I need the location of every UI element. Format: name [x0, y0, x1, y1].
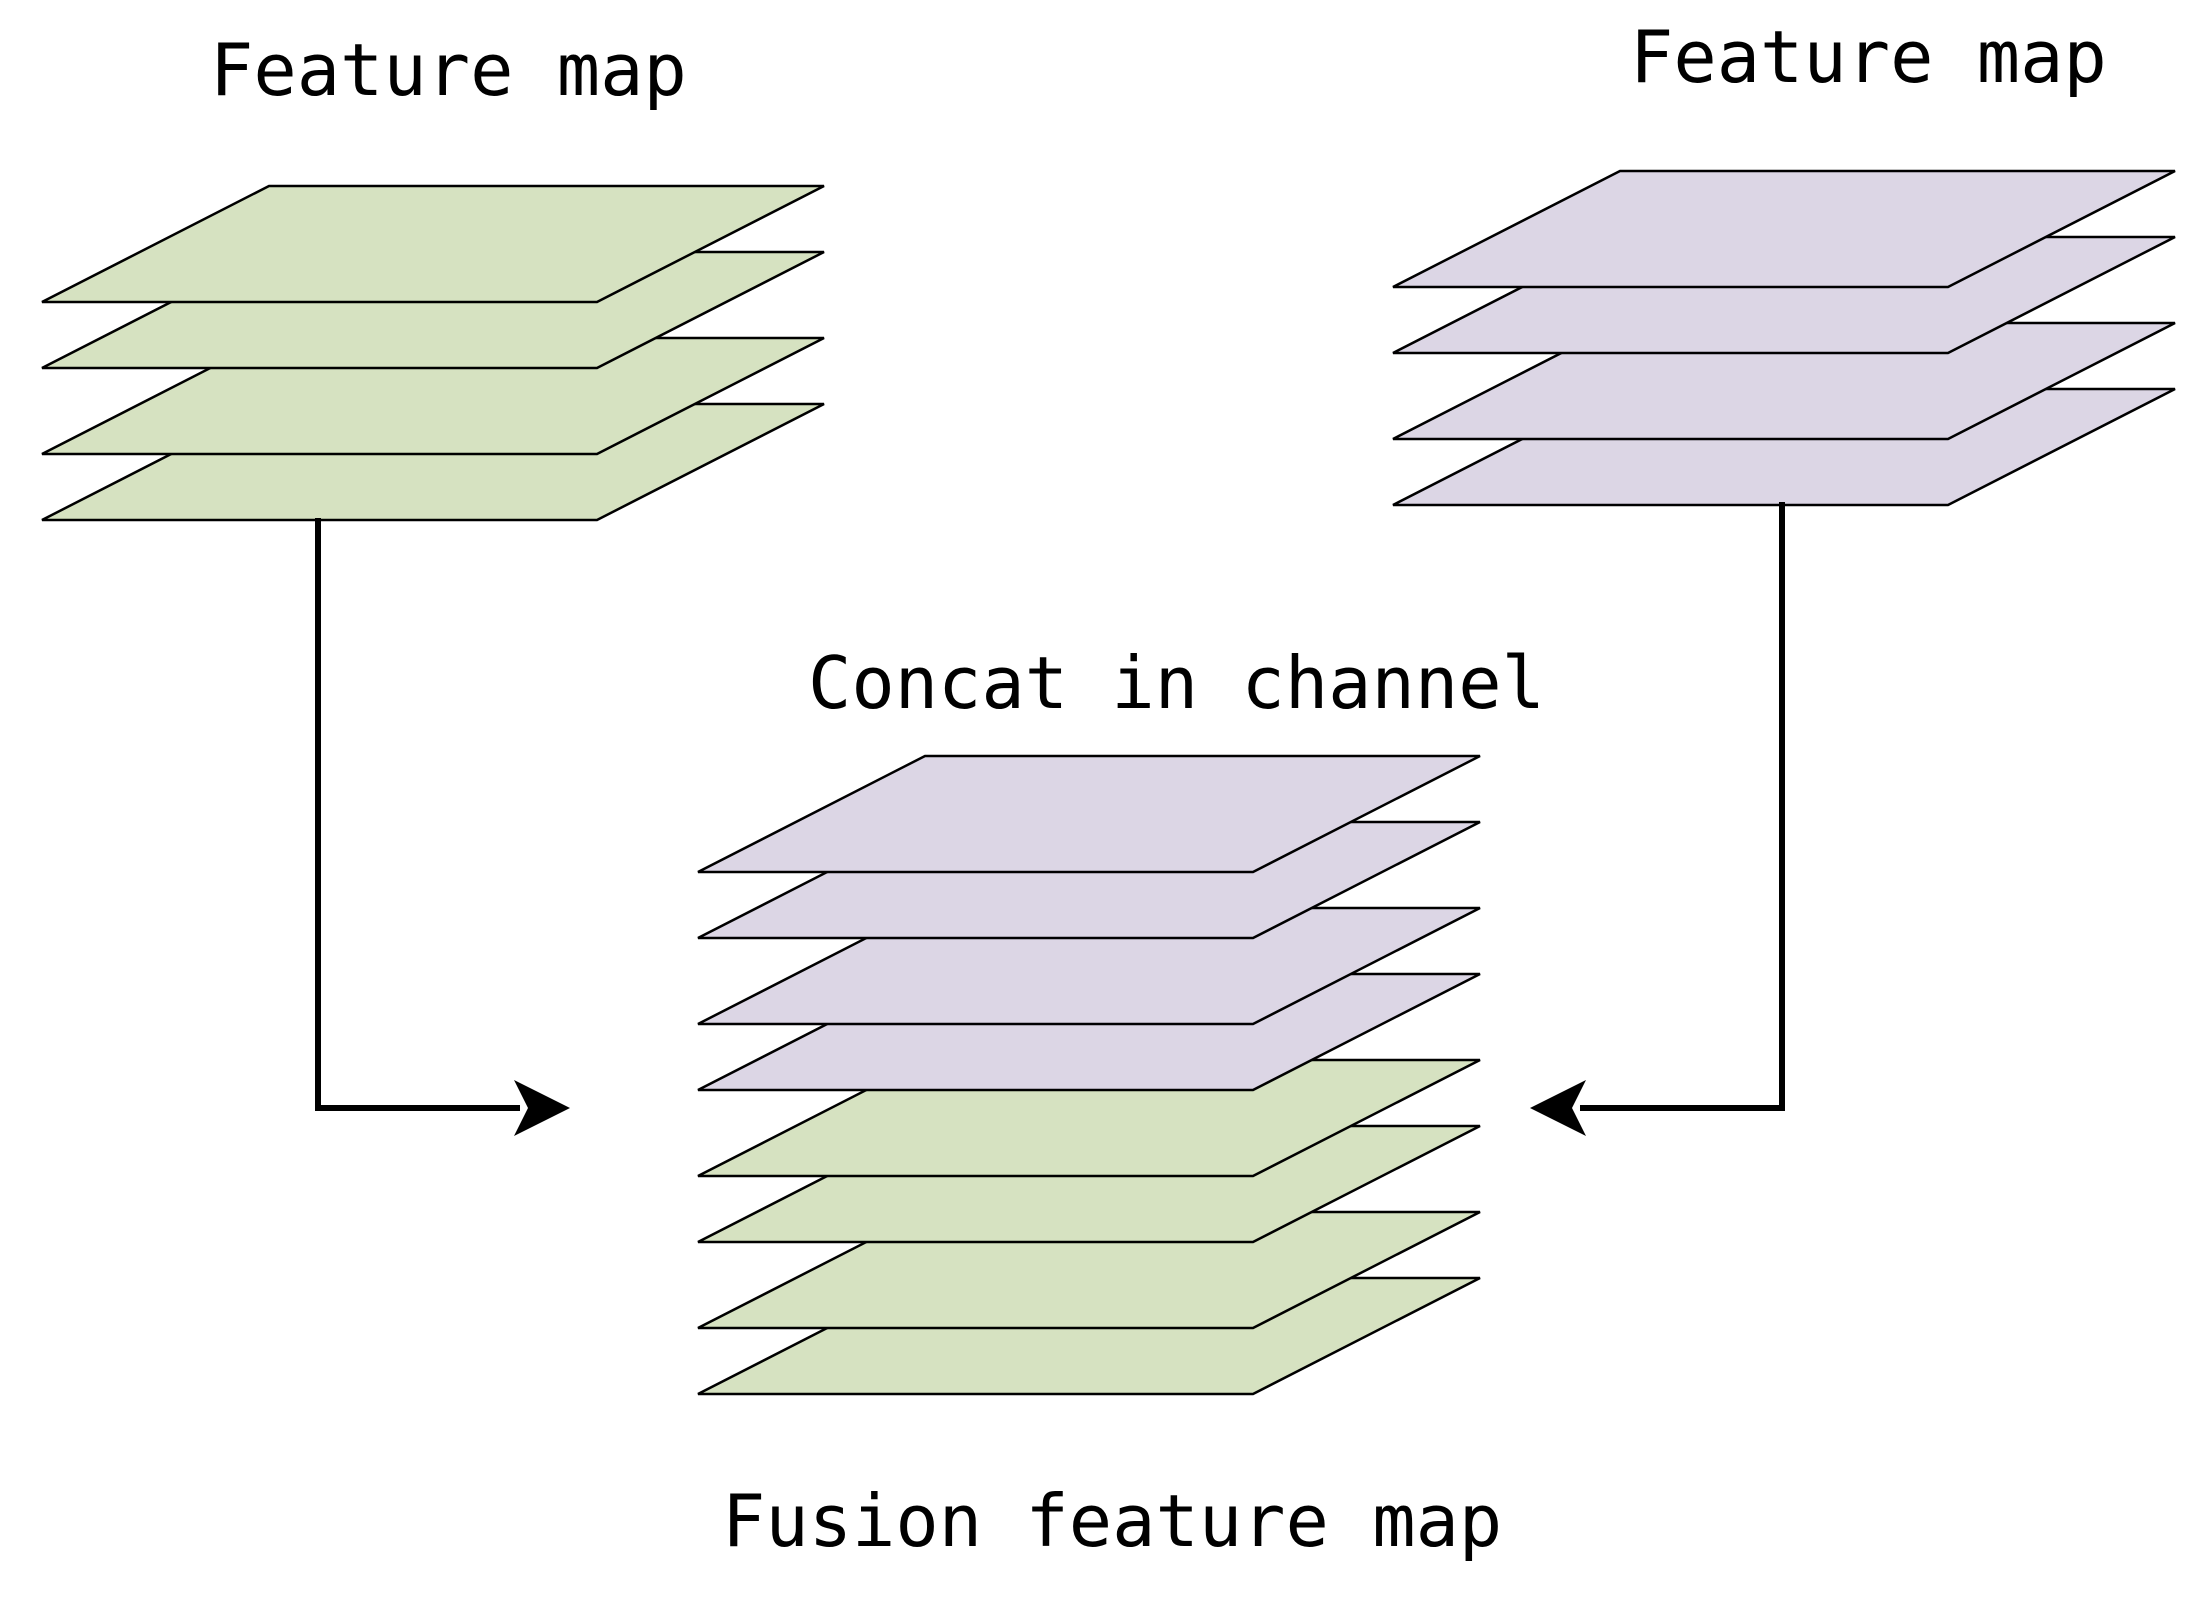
left-arrow-icon [1530, 1080, 1586, 1136]
right-arrow-icon [514, 1080, 570, 1136]
right-feature-map-layer-1 [1392, 169, 2176, 289]
fusion-feature-map-stack [697, 754, 1481, 1396]
right-feature-map-stack [1392, 169, 2176, 507]
left-connector-line [315, 518, 520, 1111]
fusion-feature-map-layer-1 [697, 754, 1481, 874]
fusion-feature-map-label: Fusion feature map [722, 1479, 1502, 1563]
left-feature-map-layer-1 [41, 184, 825, 304]
right-connector-line [1580, 502, 1785, 1111]
concat-operation-label: Concat in channel [808, 641, 1545, 725]
right-feature-map-label: Feature map [1630, 15, 2107, 99]
left-feature-map-label: Feature map [210, 28, 687, 112]
left-feature-map-stack [41, 184, 825, 522]
